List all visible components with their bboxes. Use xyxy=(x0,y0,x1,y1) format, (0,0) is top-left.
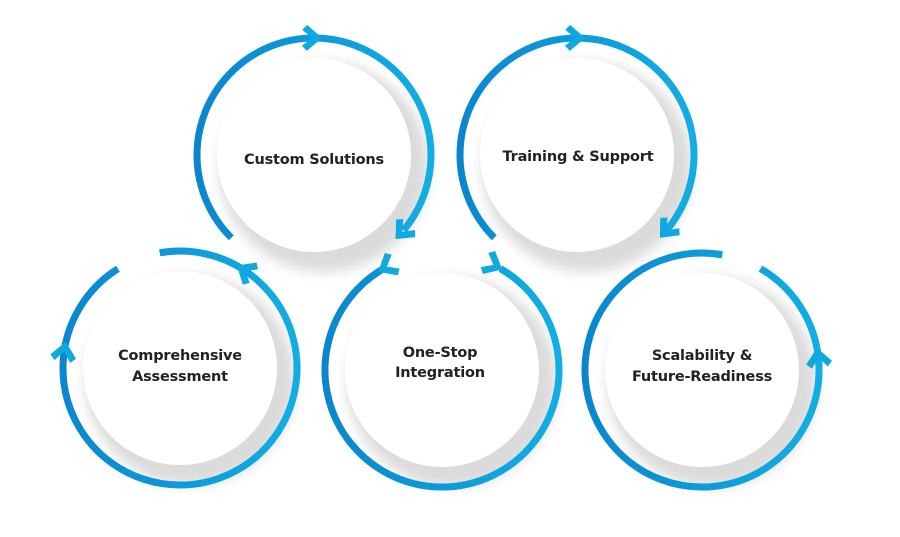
step-disk xyxy=(345,273,539,467)
node-comprehensive-assessment: Comprehensive Assessment xyxy=(118,348,242,385)
node-label-line: Assessment xyxy=(132,369,228,385)
arrowhead-icon xyxy=(378,252,400,276)
node-one-stop-integration: One-Stop Integration xyxy=(395,345,485,381)
arrowhead-icon xyxy=(50,341,77,363)
arrowhead-icon xyxy=(301,24,323,51)
arrowhead-icon xyxy=(395,219,416,240)
node-label-line: One-Stop xyxy=(403,345,478,361)
flow-ring-arc xyxy=(456,34,698,241)
node-label-line: Custom Solutions xyxy=(244,152,384,168)
node-custom-solutions: Custom Solutions xyxy=(244,152,384,168)
step-disk xyxy=(605,273,799,467)
flow-ring-arc xyxy=(59,247,301,489)
node-label-line: Comprehensive xyxy=(118,348,242,364)
step-disk xyxy=(83,271,277,465)
arrowhead-icon xyxy=(806,347,832,369)
arrowhead-icon xyxy=(236,262,259,285)
node-label-line: Training & Support xyxy=(503,149,654,165)
node-label-line: Scalability & xyxy=(652,348,753,364)
node-training-support: Training & Support xyxy=(503,149,654,165)
node-label-line: Future-Readiness xyxy=(632,369,772,385)
step-disk xyxy=(480,58,674,252)
node-label-line: Integration xyxy=(395,365,485,381)
flow-ring-arc xyxy=(321,263,563,491)
flow-ring-arc xyxy=(193,34,435,241)
flow-arrowheads xyxy=(50,24,832,369)
arrowhead-icon xyxy=(480,250,503,274)
node-scalability-future-readiness: Scalability & Future-Readiness xyxy=(632,348,772,385)
arrowhead-icon xyxy=(659,217,680,238)
step-disks xyxy=(83,58,799,467)
arrowhead-icon xyxy=(564,24,586,51)
step-disk xyxy=(217,58,411,252)
